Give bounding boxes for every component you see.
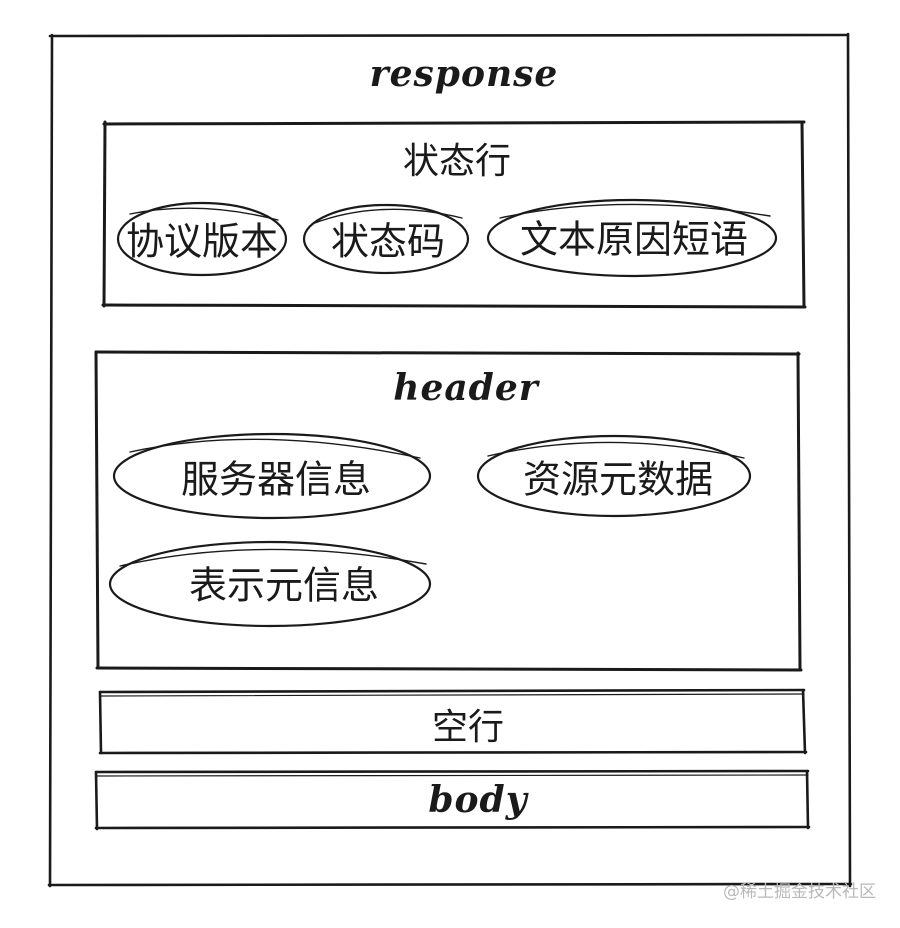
representation-metadata-label: 表示元信息: [188, 563, 380, 608]
status-line-box: [101, 120, 807, 309]
response-frame: [47, 32, 853, 888]
body-box: [94, 769, 811, 831]
representation-metadata-ellipse: [108, 540, 432, 628]
reason-phrase-ellipse: [486, 198, 778, 278]
status-code-label: 状态码: [330, 219, 446, 264]
protocol-version-ellipse: [116, 201, 288, 277]
status-code-ellipse: [302, 203, 470, 275]
protocol-version-label: 协议版本: [125, 219, 279, 264]
server-info-label: 服务器信息: [180, 457, 372, 502]
header-box: [94, 350, 803, 672]
blank-line-label: 空行: [431, 707, 505, 748]
header-title: header: [393, 367, 539, 409]
reason-phrase-label: 文本原因短语: [519, 217, 749, 262]
resource-metadata-label: 资源元数据: [522, 457, 714, 502]
response-title: response: [369, 53, 559, 95]
body-label: body: [428, 779, 528, 821]
server-info-ellipse: [112, 432, 432, 520]
blank-line-box: [98, 688, 808, 755]
watermark: @稀土掘金技术社区: [723, 882, 876, 902]
status-line-title: 状态行: [402, 141, 512, 182]
resource-metadata-ellipse: [476, 434, 752, 518]
